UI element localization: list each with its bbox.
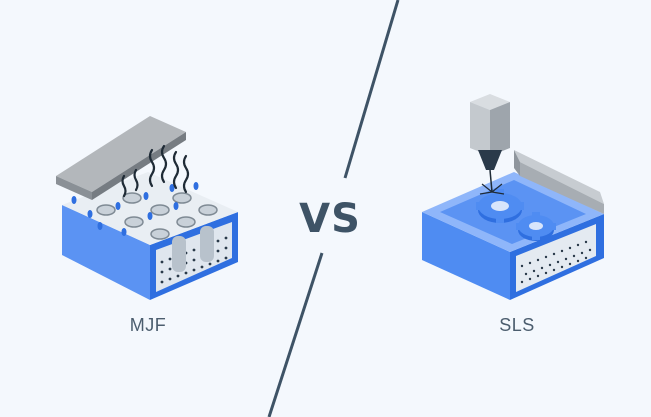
divider-line-top <box>343 0 400 179</box>
vs-label: VS <box>299 196 361 242</box>
mjf-label: MJF <box>129 315 167 335</box>
mjf-illustration <box>56 116 238 300</box>
gear-icon <box>476 189 524 223</box>
sls-label: SLS <box>499 315 535 335</box>
gear-icon <box>516 212 556 241</box>
divider-line-bottom <box>267 252 324 417</box>
sls-illustration <box>422 94 604 300</box>
